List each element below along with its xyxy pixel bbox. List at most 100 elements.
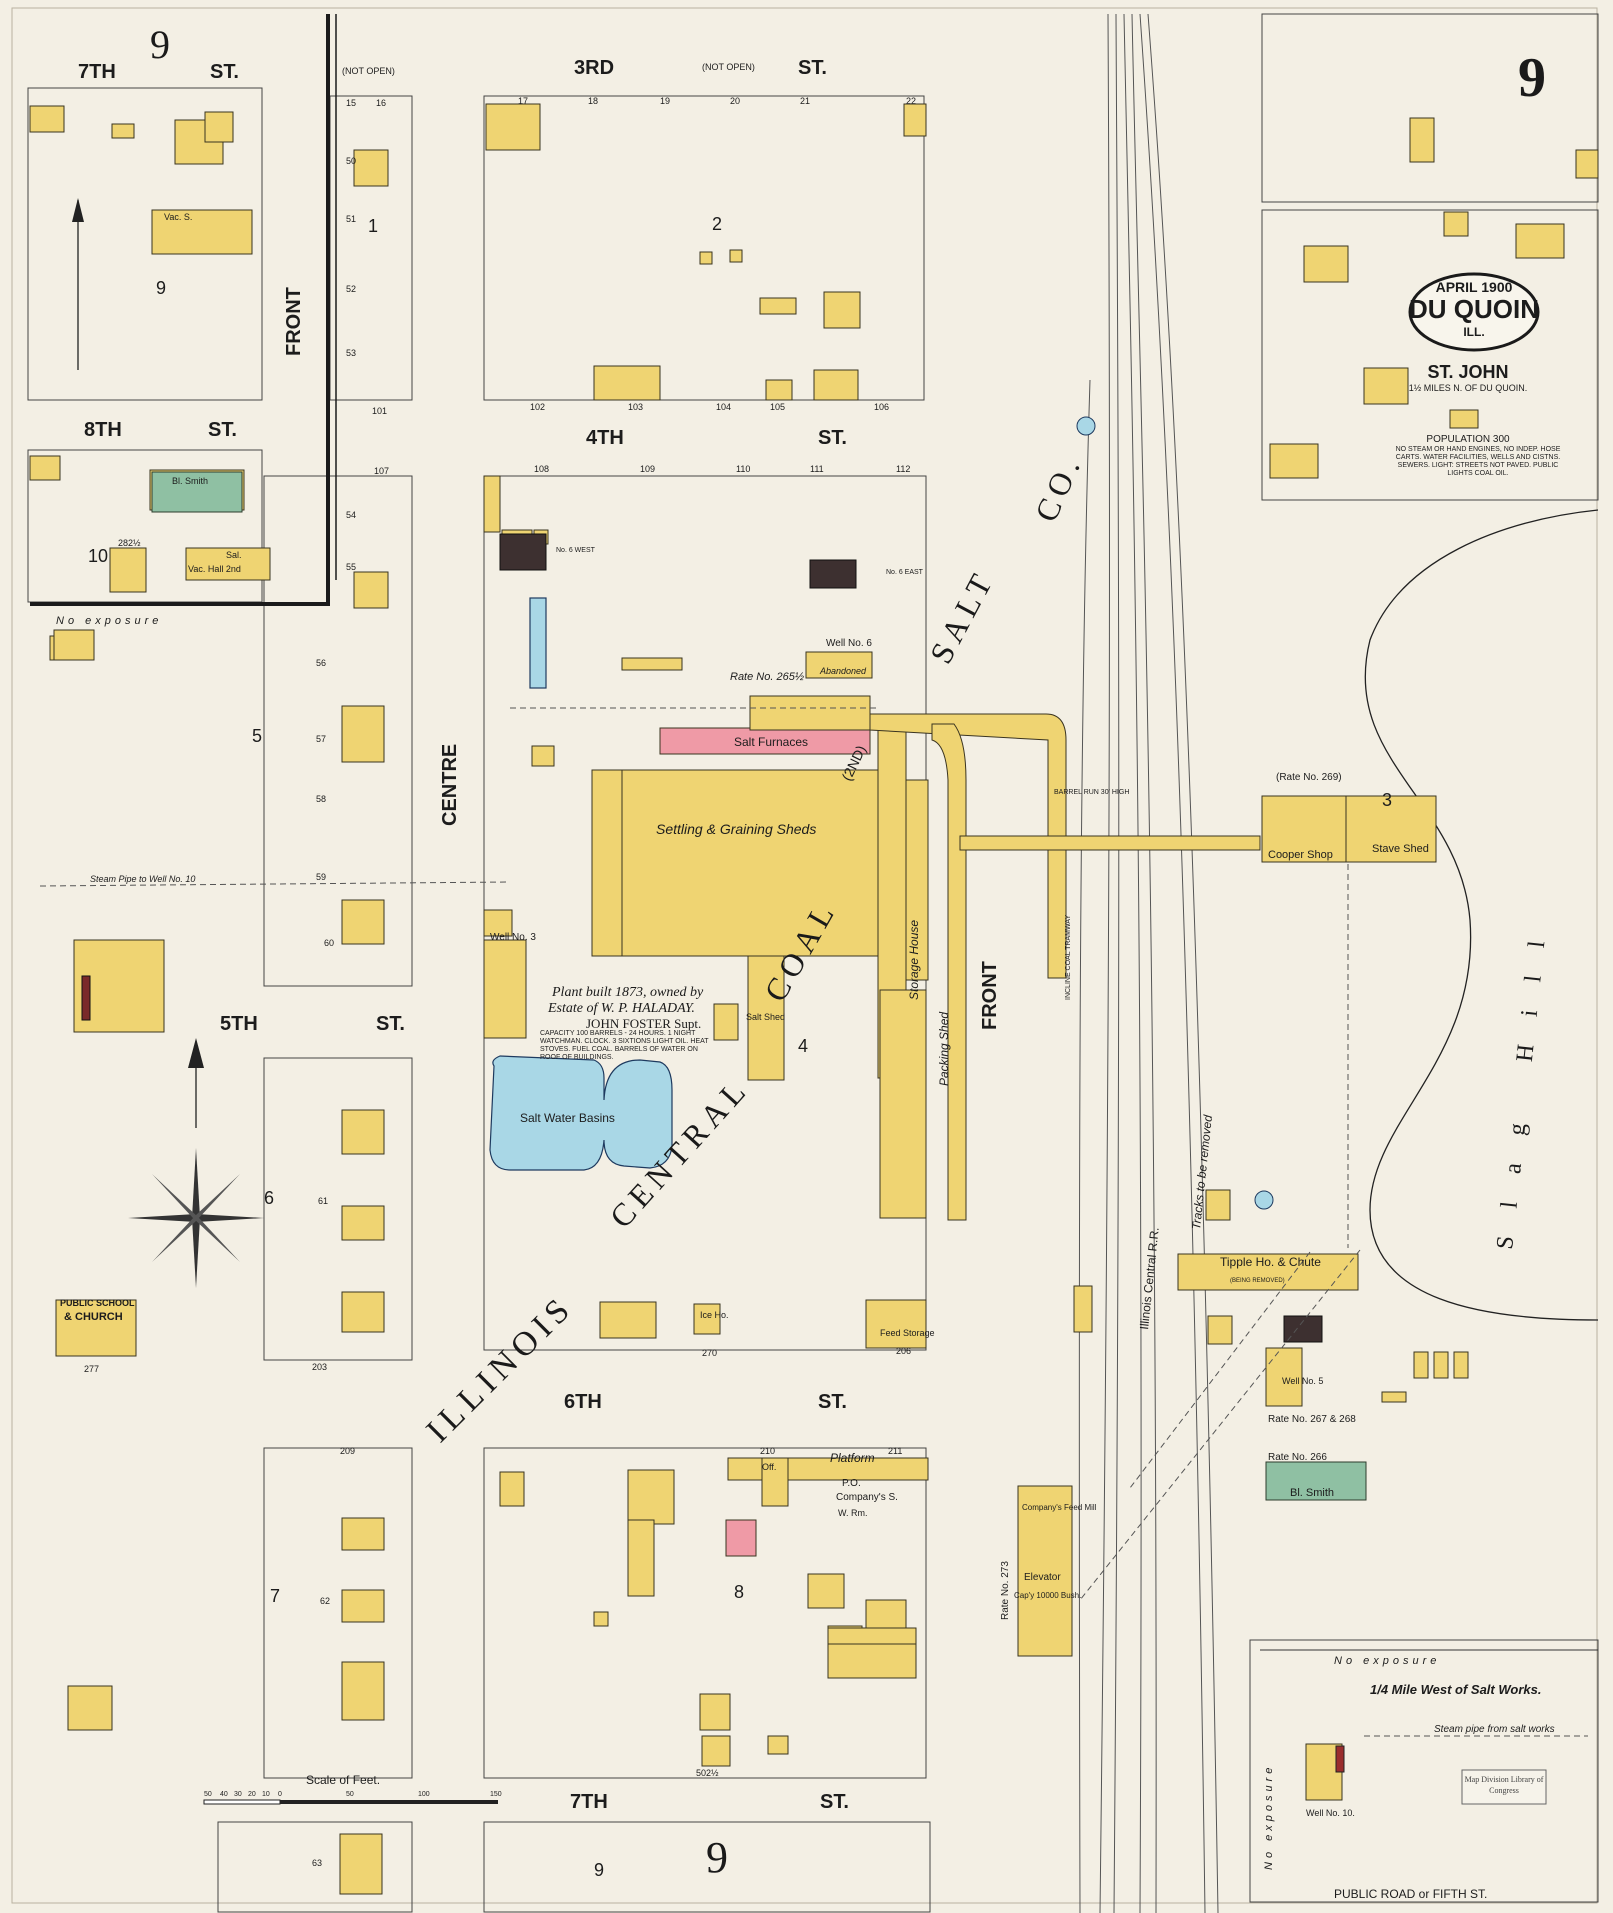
- address-number: 270: [702, 1348, 717, 1358]
- label-salt-furnaces: Salt Furnaces: [734, 735, 808, 749]
- buildings: [29, 103, 1599, 1895]
- address-number: 502½: [696, 1768, 719, 1778]
- scale-tick: 100: [418, 1791, 430, 1798]
- address-number: 22: [906, 96, 916, 106]
- street-7th-top: 7TH: [78, 61, 116, 83]
- address-numbers: 15 16 17 18 19 20 21 22 101 102 103 104 …: [84, 96, 916, 1868]
- plant-note-line1: Plant built 1873, owned by: [551, 985, 704, 1000]
- water-tank-circle: [1076, 416, 1096, 436]
- address-number: 108: [534, 464, 549, 474]
- not-open-label-3rd: (NOT OPEN): [702, 62, 755, 72]
- street-5th: 5TH: [220, 1013, 258, 1035]
- address-number: 106: [874, 402, 889, 412]
- address-number: 105: [770, 402, 785, 412]
- bl-smith-right-building: [1265, 1461, 1367, 1501]
- sheet-border: [11, 7, 1598, 1904]
- address-number: 277: [84, 1364, 99, 1374]
- no-exposure-inset-vertical: No exposure: [1263, 1764, 1275, 1870]
- label-steam-pipe-works: Steam pipe from salt works: [1434, 1724, 1555, 1735]
- address-number: 54: [346, 510, 356, 520]
- public-road-label: PUBLIC ROAD or FIFTH ST.: [1334, 1887, 1487, 1901]
- label-packing-shed: Packing Shed: [937, 1012, 951, 1086]
- label-salt-basins: Salt Water Basins: [520, 1111, 615, 1125]
- label-tipple-note: (BEING REMOVED): [1230, 1278, 1285, 1284]
- town-name: DU QUOIN: [1409, 294, 1539, 324]
- address-number: 60: [324, 938, 334, 948]
- label-rate-267: Rate No. 267 & 268: [1268, 1414, 1356, 1425]
- address-number: 53: [346, 348, 356, 358]
- plant-note-line2: Estate of W. P. HALADAY.: [547, 1001, 695, 1016]
- scale-ticks: 50 40 30 20 10 0 50 100 150: [204, 1791, 502, 1798]
- label-elevator: Elevator: [1024, 1572, 1061, 1583]
- illinois-central-railroad: [1078, 13, 1219, 1913]
- water-tank: [529, 597, 547, 689]
- street-centre: CENTRE: [439, 744, 461, 826]
- label-incline-tramway: INCLINE COAL TRAMWAY: [1065, 914, 1072, 1000]
- label-tipple: Tipple Ho. & Chute: [1220, 1255, 1321, 1269]
- address-number: 57: [316, 734, 326, 744]
- address-number: 58: [316, 794, 326, 804]
- salt-water-basins: [489, 1055, 673, 1171]
- st-john-title: ST. JOHN: [1427, 362, 1508, 382]
- address-number: 19: [660, 96, 670, 106]
- st-john-population: POPULATION 300: [1426, 434, 1510, 445]
- address-number: 110: [736, 464, 750, 474]
- address-number: 18: [588, 96, 598, 106]
- street-3rd-st: ST.: [798, 57, 827, 79]
- street-7th-bottom: 7TH: [570, 1791, 608, 1813]
- label-stave-shed: Stave Shed: [1372, 843, 1429, 855]
- label-bl-smith: Bl. Smith: [172, 476, 208, 486]
- bl-smith-building: [151, 471, 243, 513]
- address-number: 51: [346, 214, 356, 224]
- label-rate-269: (Rate No. 269): [1276, 772, 1342, 783]
- street-front-left: FRONT: [283, 287, 305, 356]
- address-number: 15: [346, 98, 356, 108]
- label-no6-east: No. 6 EAST: [886, 569, 924, 576]
- label-steam-pipe: Steam Pipe to Well No. 10: [90, 874, 195, 884]
- street-8th: 8TH: [84, 419, 122, 441]
- st-john-notes: NO STEAM OR HAND ENGINES, NO INDEP. HOSE…: [1395, 446, 1561, 477]
- street-8th-st: ST.: [208, 419, 237, 441]
- not-open-label-left: (NOT OPEN): [342, 66, 395, 76]
- label-bl-smith-right: Bl. Smith: [1290, 1487, 1334, 1499]
- label-salt-shed: Salt Shed: [746, 1012, 785, 1022]
- label-public-school: PUBLIC SCHOOL: [60, 1298, 135, 1308]
- address-number: 20: [730, 96, 740, 106]
- label-elevator-cap: Cap'y 10000 Bush.: [1014, 1591, 1081, 1600]
- street-6th: 6TH: [564, 1391, 602, 1413]
- sheet-number-top: 9: [150, 22, 170, 67]
- address-number: 282½: [118, 538, 141, 548]
- slag-hill-contour: [1364, 509, 1599, 1321]
- street-7th-top-st: ST.: [210, 61, 239, 83]
- street-7th-bottom-st: ST.: [820, 1791, 849, 1813]
- label-scale: Scale of Feet.: [306, 1773, 380, 1787]
- street-3rd: 3RD: [574, 57, 614, 79]
- rate-265: Rate No. 265½: [730, 671, 804, 683]
- address-number: 209: [340, 1446, 355, 1456]
- address-number: 16: [376, 98, 386, 108]
- no-exposure-label: No exposure: [56, 615, 162, 627]
- address-number: 52: [346, 284, 356, 294]
- address-number: 104: [716, 402, 731, 412]
- label-cooper-shop: Cooper Shop: [1268, 849, 1333, 861]
- label-feed-storage: Feed Storage: [880, 1328, 935, 1338]
- scale-tick: 150: [490, 1791, 502, 1798]
- scale-tick: 50: [346, 1791, 354, 1798]
- address-number: 103: [628, 402, 643, 412]
- library-stamp-text: Map Division Library of Congress: [1464, 1775, 1544, 1795]
- block-number: 3: [1382, 790, 1392, 810]
- scale-tick: 0: [278, 1791, 282, 1798]
- label-well-5: Well No. 5: [1282, 1376, 1323, 1386]
- block-numbers: 1 2 3 4 5 6 7 8 9 9 10: [88, 214, 1392, 1880]
- address-number: 206: [896, 1346, 911, 1356]
- label-rate-273: Rate No. 273: [1000, 1561, 1011, 1620]
- address-number: 17: [518, 96, 528, 106]
- st-john-subtitle: 1½ MILES N. OF DU QUOIN.: [1409, 383, 1528, 393]
- block-number: 9: [156, 278, 166, 298]
- scale-tick: 50: [204, 1791, 212, 1798]
- label-settling-sheds: Settling & Graining Sheds: [656, 821, 816, 837]
- label-storage-house: Storage House: [907, 920, 921, 1000]
- state-name: ILL.: [1463, 325, 1484, 339]
- scale-tick: 10: [262, 1791, 270, 1798]
